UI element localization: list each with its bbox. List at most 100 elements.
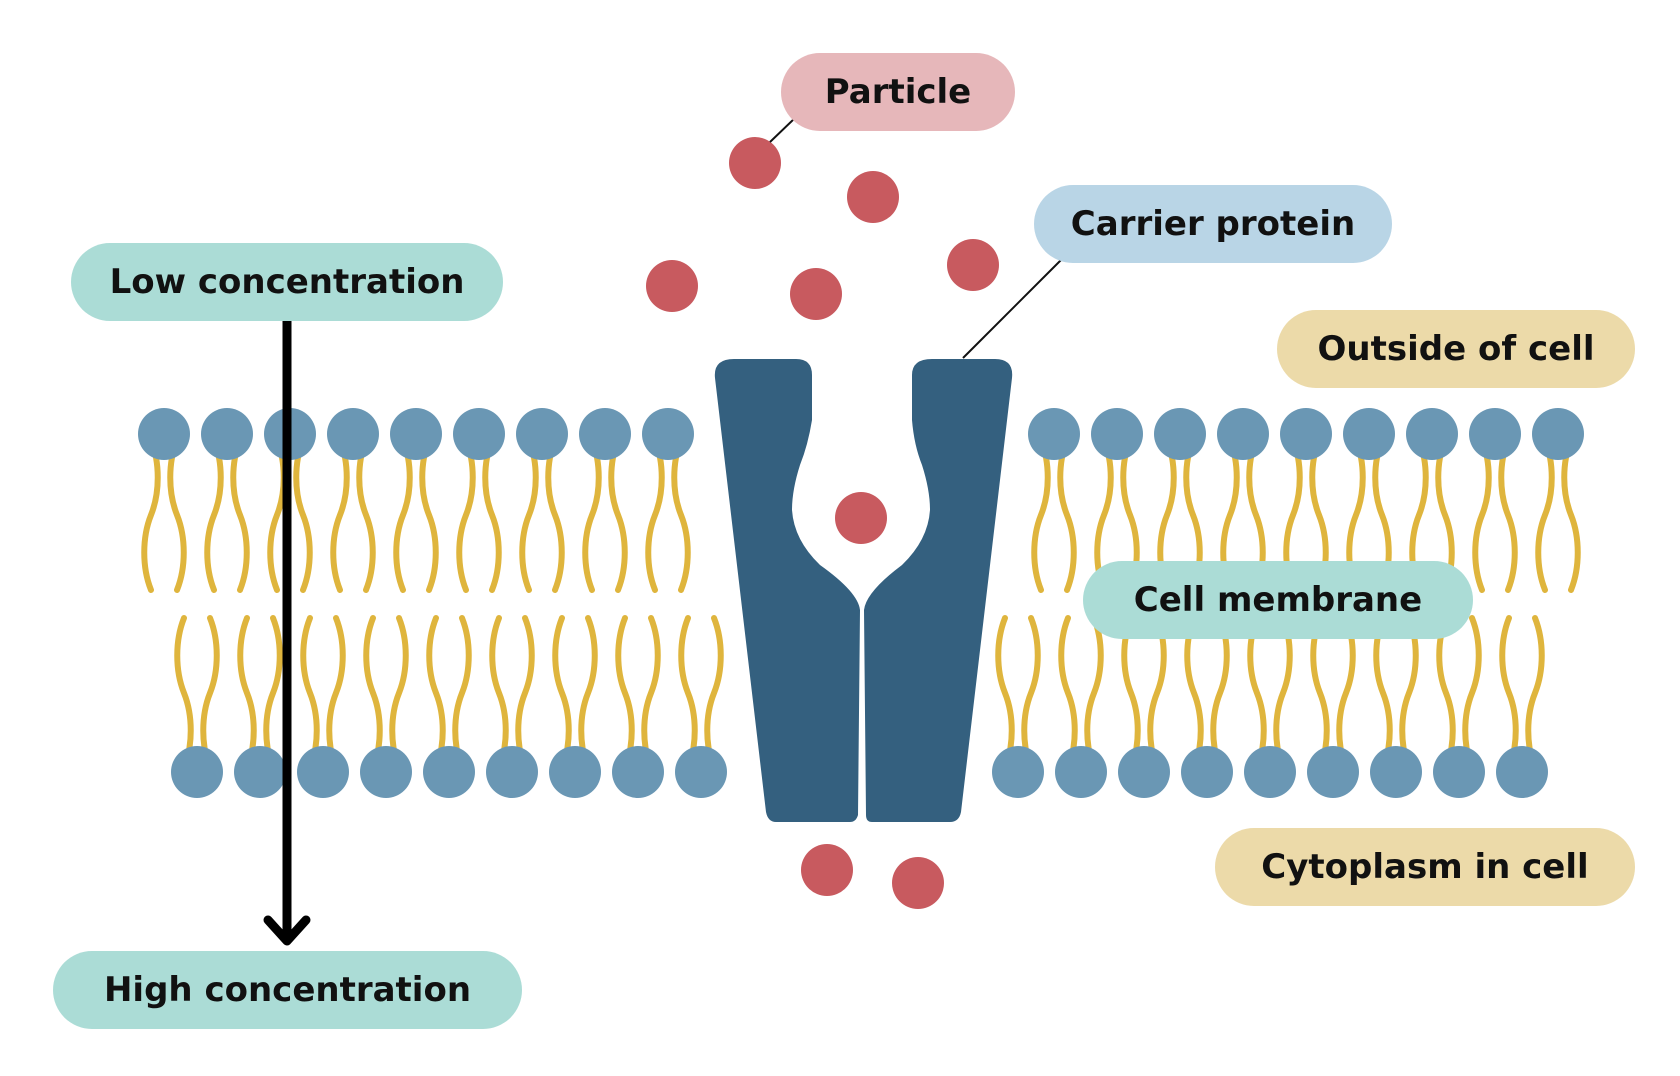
lipid-tail: [363, 615, 383, 771]
lipid-tail: [645, 437, 665, 593]
phospholipid-head: [453, 408, 505, 460]
lipid-tail: [678, 615, 698, 771]
lipid-tail: [1058, 615, 1078, 771]
particle: [729, 137, 781, 189]
lipid-tail: [1498, 437, 1518, 593]
lipid-tail: [671, 437, 691, 593]
particle: [835, 492, 887, 544]
particle: [646, 260, 698, 312]
lipid-tail: [456, 437, 476, 593]
lipid-tail: [1121, 615, 1141, 771]
phospholipid-head: [1532, 408, 1584, 460]
phospholipid-head: [390, 408, 442, 460]
lipid-tail: [141, 437, 161, 593]
phospholipid-head: [1496, 746, 1548, 798]
lipid-tail: [230, 437, 250, 593]
cytoplasm-in-cell-label: Cytoplasm in cell: [1215, 828, 1635, 906]
carrier-protein-left-subunit: [714, 359, 860, 822]
membrane-lower-phospholipid-heads: [171, 746, 1548, 798]
lipid-tail: [174, 615, 194, 771]
lipid-tail: [426, 615, 446, 771]
phospholipid-head: [423, 746, 475, 798]
lipid-tail: [1210, 615, 1230, 771]
particle: [790, 268, 842, 320]
lipid-tail: [1525, 615, 1545, 771]
particle: [947, 239, 999, 291]
phospholipid-head: [171, 746, 223, 798]
lipid-tail: [1472, 437, 1492, 593]
lipid-tail: [1535, 437, 1555, 593]
lipid-tail: [1084, 615, 1104, 771]
phospholipid-head: [138, 408, 190, 460]
particle-pointer-line: [769, 117, 796, 143]
membrane-upper-phospholipid-heads: [138, 408, 1584, 460]
phospholipid-head: [1154, 408, 1206, 460]
phospholipid-head: [1028, 408, 1080, 460]
phospholipid-head: [1307, 746, 1359, 798]
phospholipid-head: [1280, 408, 1332, 460]
phospholipid-head: [1118, 746, 1170, 798]
arrow-head: [263, 915, 311, 946]
lipid-tail: [641, 615, 661, 771]
phospholipid-head: [360, 746, 412, 798]
membrane-lower-lipid-tails: [174, 615, 1545, 771]
carrier-protein-label: Carrier protein: [1034, 185, 1392, 263]
lipid-tail: [1273, 615, 1293, 771]
lipid-tail: [1057, 437, 1077, 593]
lipid-tail: [995, 615, 1015, 771]
lipid-tail: [330, 437, 350, 593]
lipid-tail: [552, 615, 572, 771]
lipid-tail: [1561, 437, 1581, 593]
phospholipid-head: [1370, 746, 1422, 798]
phospholipid-head: [516, 408, 568, 460]
particle: [892, 857, 944, 909]
phospholipid-head: [486, 746, 538, 798]
lipid-tail: [489, 615, 509, 771]
phospholipid-head: [642, 408, 694, 460]
lipid-tail: [167, 437, 187, 593]
phospholipid-head: [201, 408, 253, 460]
lipid-tail: [519, 437, 539, 593]
phospholipid-head: [1469, 408, 1521, 460]
particle-label: Particle: [781, 53, 1015, 131]
lipid-tail: [326, 615, 346, 771]
lipid-tail: [482, 437, 502, 593]
particle: [847, 171, 899, 223]
carrier-protein-right-subunit: [864, 359, 1013, 822]
lipid-tail: [1373, 615, 1393, 771]
low-concentration-label: Low concentration: [71, 243, 503, 321]
lipid-tail: [615, 615, 635, 771]
lipid-tail: [515, 615, 535, 771]
lipid-tail: [1399, 615, 1419, 771]
lipid-tail: [204, 437, 224, 593]
lipid-tail: [1021, 615, 1041, 771]
lipid-tail: [545, 437, 565, 593]
outside-of-cell-label: Outside of cell: [1277, 310, 1635, 388]
lipid-tail: [263, 615, 283, 771]
phospholipid-head: [1406, 408, 1458, 460]
lipid-tail: [1031, 437, 1051, 593]
lipid-tail: [452, 615, 472, 771]
lipid-tail: [582, 437, 602, 593]
carrier-protein-pointer-line: [962, 257, 1064, 359]
concentration-gradient-arrow: [263, 320, 311, 946]
lipid-tail: [200, 615, 220, 771]
phospholipid-head: [1433, 746, 1485, 798]
high-concentration-label: High concentration: [53, 951, 522, 1029]
lipid-tail: [237, 615, 257, 771]
lipid-tail: [356, 437, 376, 593]
lipid-tail: [1184, 615, 1204, 771]
lipid-tail: [1462, 615, 1482, 771]
carrier-protein: [714, 359, 1013, 822]
lipid-tail: [1499, 615, 1519, 771]
phospholipid-head: [579, 408, 631, 460]
phospholipid-head: [675, 746, 727, 798]
phospholipid-head: [1343, 408, 1395, 460]
lipid-tail: [1310, 615, 1330, 771]
lipid-tail: [419, 437, 439, 593]
particle: [801, 844, 853, 896]
lipid-tail: [300, 615, 320, 771]
lipid-tail: [608, 437, 628, 593]
phospholipid-head: [1244, 746, 1296, 798]
